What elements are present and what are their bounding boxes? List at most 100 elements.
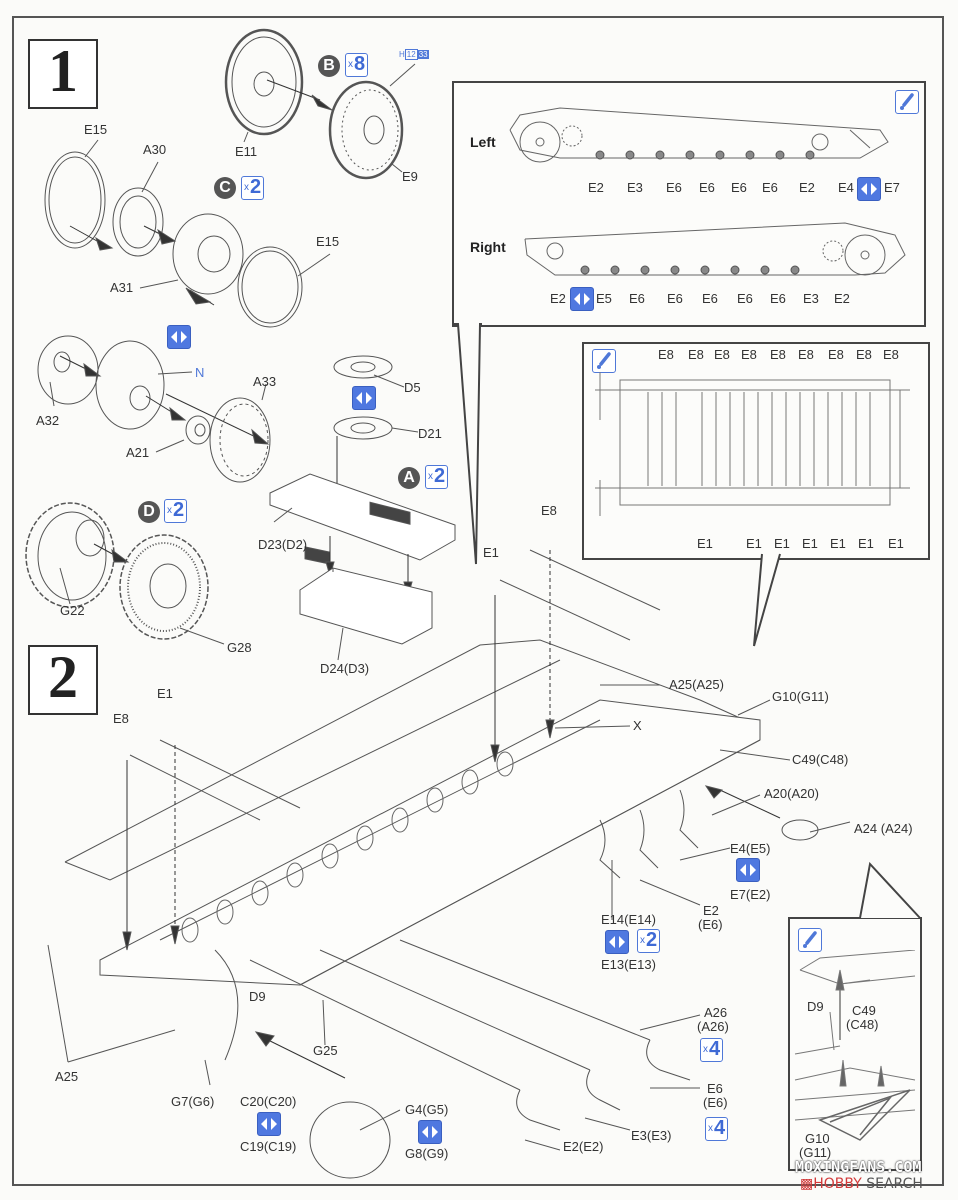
label-a26-b: (A26) bbox=[697, 1019, 729, 1034]
torsion-bottom-4: E1 bbox=[802, 536, 818, 551]
left-part-7: E2 bbox=[799, 180, 815, 195]
label-e8-top: E8 bbox=[541, 503, 557, 518]
label-a26-a: A26 bbox=[704, 1005, 728, 1020]
label-e15-right: E15 bbox=[316, 234, 340, 249]
qty-badge-a: x2 bbox=[425, 465, 449, 489]
glue-drop-icon bbox=[803, 929, 821, 948]
label-a31: A31 bbox=[110, 280, 134, 295]
left-part-1: E2 bbox=[588, 180, 604, 195]
label-c20-c20: C20(C20) bbox=[240, 1094, 297, 1109]
callout-plate-pointer bbox=[850, 860, 930, 920]
mirror-arrows-icon bbox=[261, 1118, 277, 1130]
mirror-symbol-c20 bbox=[257, 1112, 281, 1136]
step1-drawing bbox=[0, 0, 958, 700]
callout-torsion-pointer bbox=[740, 552, 790, 652]
part-a21 bbox=[186, 416, 210, 444]
plate-label-d9: D9 bbox=[807, 999, 824, 1014]
torsion-top-9: E8 bbox=[883, 347, 899, 362]
label-a21: A21 bbox=[126, 445, 150, 460]
qty-badge-c: x2 bbox=[241, 176, 265, 200]
part-a30 bbox=[113, 188, 163, 256]
label-c49-c48: C49(C48) bbox=[792, 752, 849, 767]
label-g28: G28 bbox=[227, 640, 252, 655]
label-e3-e3: E3(E3) bbox=[631, 1128, 672, 1143]
hull-floor bbox=[100, 700, 760, 985]
part-e9-wheel bbox=[330, 82, 402, 178]
torsion-bottom-6: E1 bbox=[858, 536, 874, 551]
torsion-bottom-1: E1 bbox=[697, 536, 713, 551]
label-a33: A33 bbox=[253, 374, 277, 389]
label-e9: E9 bbox=[402, 169, 418, 184]
glue-drop-icon bbox=[597, 350, 615, 369]
left-part-2: E3 bbox=[627, 180, 643, 195]
torsion-top-7: E8 bbox=[828, 347, 844, 362]
label-left-side: Left bbox=[470, 134, 496, 150]
mirror-symbol-g4 bbox=[418, 1120, 442, 1144]
label-a20-a20: A20(A20) bbox=[764, 786, 819, 801]
label-e1-top: E1 bbox=[483, 545, 499, 560]
part-e11-wheel bbox=[226, 30, 302, 134]
left-part-8: E4 bbox=[838, 180, 854, 195]
part-a33 bbox=[210, 398, 270, 482]
torsion-top-6: E8 bbox=[798, 347, 814, 362]
label-g25: G25 bbox=[313, 1043, 338, 1058]
right-part-8: E3 bbox=[803, 291, 819, 306]
torsion-top-8: E8 bbox=[856, 347, 872, 362]
label-e8-left: E8 bbox=[113, 711, 129, 726]
callout-plate-detail bbox=[788, 917, 922, 1171]
qty-badge-d: x2 bbox=[164, 499, 188, 523]
left-part-4: E6 bbox=[699, 180, 715, 195]
label-g22: G22 bbox=[60, 603, 85, 618]
qty-badge-e6: x4 bbox=[705, 1117, 729, 1141]
label-d23-d2: D23(D2) bbox=[258, 537, 308, 552]
label-e6-b: (E6) bbox=[703, 1095, 728, 1110]
label-a30: A30 bbox=[143, 142, 167, 157]
sprue-c-badge: C bbox=[214, 177, 236, 199]
label-n: N bbox=[195, 365, 205, 380]
label-c19-c19: C19(C19) bbox=[240, 1139, 297, 1154]
torsion-top-1: E8 bbox=[658, 347, 674, 362]
mirror-symbol-right bbox=[570, 287, 594, 311]
label-e2-e6-a: E2 bbox=[703, 903, 719, 918]
mirror-symbol-hub bbox=[167, 325, 191, 349]
torsion-top-2: E8 bbox=[688, 347, 704, 362]
sprue-b-badge: B bbox=[318, 55, 340, 77]
right-part-5: E6 bbox=[702, 291, 718, 306]
plate-label-c48: (C48) bbox=[846, 1017, 879, 1032]
mirror-arrows-icon bbox=[574, 293, 590, 305]
left-part-9: E7 bbox=[884, 180, 900, 195]
cement-icon-suspension bbox=[895, 90, 919, 114]
label-d21: D21 bbox=[418, 426, 442, 441]
label-e6-a: E6 bbox=[707, 1081, 723, 1096]
label-e11: E11 bbox=[235, 144, 258, 159]
callout-suspension-arms bbox=[452, 81, 926, 327]
label-g10-g11: G10(G11) bbox=[772, 689, 829, 704]
label-d5: D5 bbox=[404, 380, 421, 395]
callout-torsion-bars bbox=[582, 342, 930, 560]
watermark-hobbysearch: ▩HOBBY SEARCH bbox=[800, 1176, 923, 1192]
part-e15-ring-right bbox=[238, 247, 302, 327]
mirror-arrows-icon bbox=[861, 183, 877, 195]
label-a25-a25: A25(A25) bbox=[669, 677, 724, 692]
part-e15-ring bbox=[45, 152, 105, 248]
qty-badge-a26: x4 bbox=[700, 1038, 724, 1062]
label-x: X bbox=[633, 718, 642, 733]
label-e4-e5: E4(E5) bbox=[730, 841, 771, 856]
left-part-6: E6 bbox=[762, 180, 778, 195]
plate-label-c49: C49 bbox=[852, 1003, 876, 1018]
label-g4-g5: G4(G5) bbox=[405, 1102, 449, 1117]
label-e2-e6-b: (E6) bbox=[698, 917, 723, 932]
mirror-arrows-icon bbox=[609, 936, 625, 948]
hobbysearch-logo-icon: ▩ bbox=[800, 1176, 814, 1192]
plate-detail-drawing bbox=[790, 950, 916, 1150]
cement-icon-plate bbox=[798, 928, 822, 952]
part-hub bbox=[96, 341, 164, 429]
label-g8-g9: G8(G9) bbox=[405, 1146, 449, 1161]
torsion-bottom-3: E1 bbox=[774, 536, 790, 551]
mirror-symbol-left bbox=[857, 177, 881, 201]
label-right-side: Right bbox=[470, 239, 506, 255]
torsion-bottom-7: E1 bbox=[888, 536, 904, 551]
part-d5 bbox=[334, 356, 392, 378]
qty-badge-e14: x2 bbox=[637, 929, 661, 953]
torsion-bottom-2: E1 bbox=[746, 536, 762, 551]
